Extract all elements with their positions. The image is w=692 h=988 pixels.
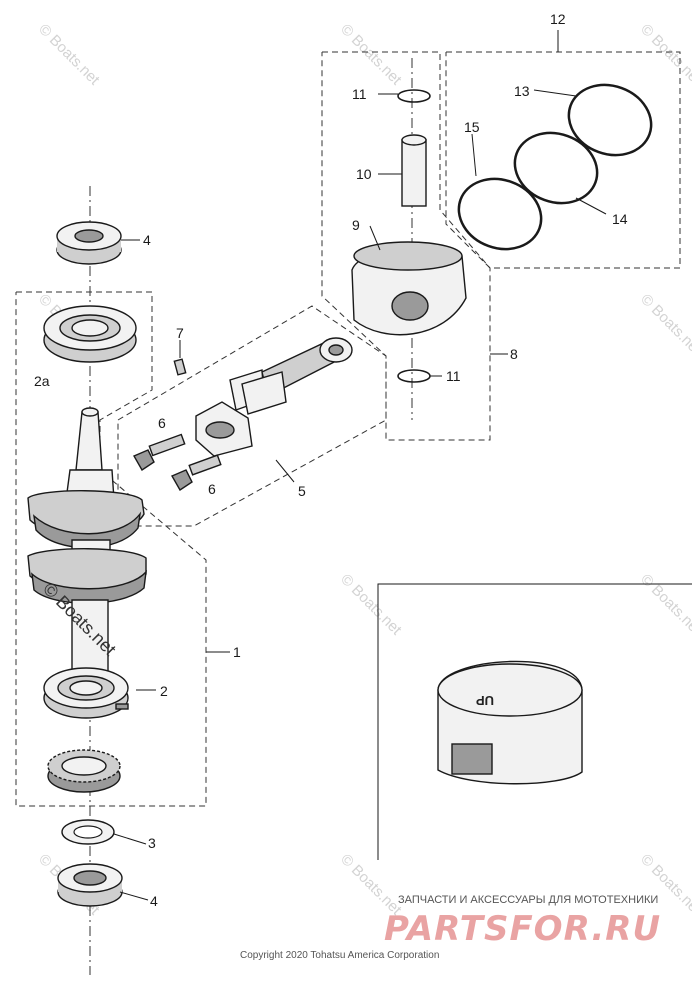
watermark: © Boats.net — [637, 291, 692, 359]
callout-9: 9 — [352, 217, 360, 233]
callout-1: 1 — [233, 644, 241, 660]
oil-seal-lower — [57, 863, 123, 907]
callout-4-upper: 4 — [143, 232, 151, 248]
watermark: © Boats.net — [637, 21, 692, 89]
detail-frame — [377, 583, 692, 860]
group-outlines — [15, 51, 692, 860]
washer — [61, 819, 115, 845]
footer: ЗАПЧАСТИ И АКСЕССУАРЫ ДЛЯ МОТОТЕХНИКИ PA… — [240, 894, 661, 961]
callout-3: 3 — [148, 835, 156, 851]
bearing-lower — [43, 667, 129, 719]
rod-bolt-lower — [171, 454, 222, 491]
callout-2a: 2a — [34, 373, 50, 389]
callout-11-upper: 11 — [352, 86, 367, 102]
callout-10: 10 — [356, 166, 372, 182]
piston-assy-outline — [321, 51, 491, 441]
detail-piston: UP — [437, 660, 583, 785]
crankshaft — [27, 407, 147, 677]
watermark: © Boats.net — [337, 571, 405, 639]
piston-rings — [457, 83, 653, 251]
crank-gear — [47, 749, 121, 793]
callout-7: 7 — [176, 325, 184, 341]
callout-12: 12 — [550, 11, 566, 27]
callout-8: 8 — [510, 346, 518, 362]
rod-bolt-upper — [133, 433, 186, 471]
oil-seal-upper — [56, 221, 122, 265]
callout-6-upper: 6 — [158, 415, 166, 431]
callout-4-lower: 4 — [150, 893, 158, 909]
piston — [351, 241, 467, 336]
watermark: © Boats.net — [637, 571, 692, 639]
circlip-lower — [397, 369, 431, 383]
bearing-upper — [43, 305, 137, 363]
leader-lines — [113, 30, 607, 901]
copyright: Copyright 2020 Tohatsu America Corporati… — [240, 950, 439, 961]
callouts: 4 2a 7 6 6 5 1 2 3 4 11 10 9 8 11 12 13 … — [34, 11, 628, 909]
callout-13: 13 — [514, 83, 530, 99]
callout-15: 15 — [464, 119, 480, 135]
piston-pin — [401, 134, 427, 207]
callout-2: 2 — [160, 683, 168, 699]
callout-11-lower: 11 — [446, 368, 461, 384]
brand-logo: PARTSFOR.RU — [384, 909, 661, 949]
callout-14: 14 — [612, 211, 628, 227]
watermark: © Boats.net — [35, 21, 103, 89]
watermark: © Boats.net — [337, 21, 405, 89]
piston-up-marking: UP — [476, 693, 494, 708]
circlip-upper — [397, 89, 431, 103]
callout-6-lower: 6 — [208, 481, 216, 497]
connecting-rod — [229, 337, 353, 415]
key — [173, 358, 187, 376]
brand-tagline: ЗАПЧАСТИ И АКСЕССУАРЫ ДЛЯ МОТОТЕХНИКИ — [398, 894, 658, 906]
callout-5: 5 — [298, 483, 306, 499]
rod-cap — [195, 401, 253, 457]
ring-set-outline — [445, 51, 681, 269]
